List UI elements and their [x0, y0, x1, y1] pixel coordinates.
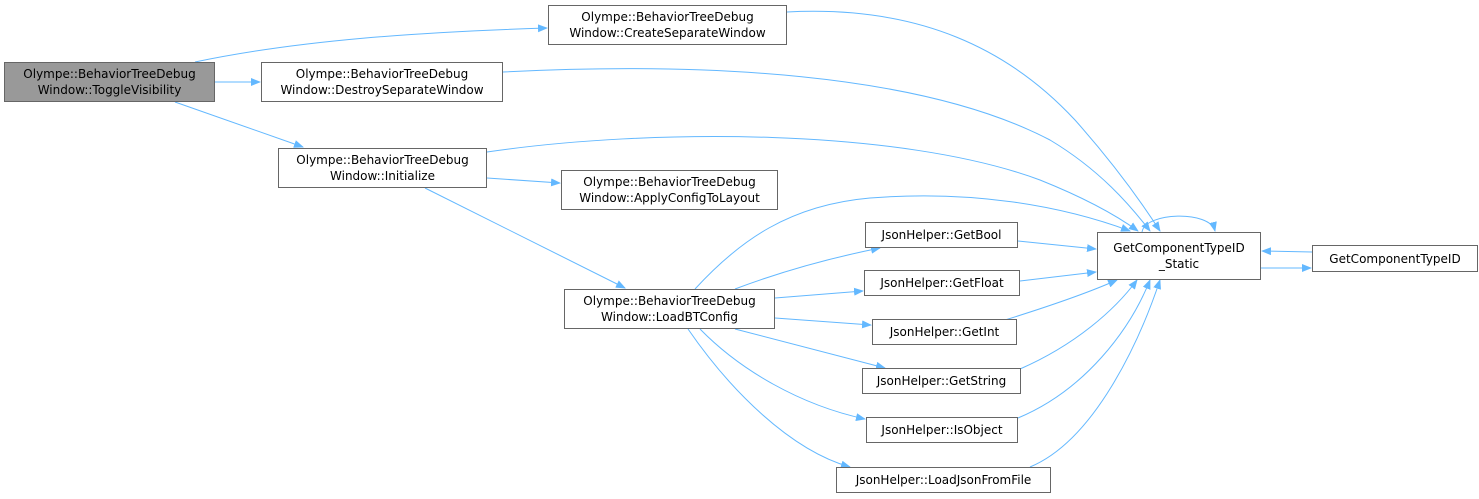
node-destroy-separate-window[interactable]: Olympe::BehaviorTreeDebug Window::Destro… [261, 62, 503, 102]
edge-toggle-initialize [174, 101, 304, 148]
node-get-bool[interactable]: JsonHelper::GetBool [865, 222, 1018, 248]
edge-initialize-loadbt [424, 187, 626, 289]
edge-toggle-create [194, 24, 548, 63]
edge-initialize-static [486, 136, 1139, 232]
node-get-component-type-id-static[interactable]: GetComponentTypeID _Static [1097, 232, 1261, 280]
node-apply-config-to-layout[interactable]: Olympe::BehaviorTreeDebug Window::ApplyC… [561, 170, 778, 210]
node-create-separate-window[interactable]: Olympe::BehaviorTreeDebug Window::Create… [548, 5, 787, 45]
edge-loadjson-static [1029, 279, 1161, 468]
edge-loadbt-getint [774, 317, 872, 329]
edge-isobject-static [1017, 279, 1151, 419]
edge-gctid-static [1261, 247, 1313, 256]
edge-destroy-static [502, 68, 1151, 232]
edge-loadbt-getbool [734, 245, 881, 290]
edge-create-static [786, 10, 1161, 232]
node-get-float[interactable]: JsonHelper::GetFloat [864, 270, 1020, 296]
edge-initialize-apply [486, 177, 561, 187]
edge-loadbt-getfloat [774, 287, 864, 299]
edge-loadbt-loadjson [687, 328, 851, 469]
edge-static-self-loop [1141, 215, 1217, 233]
node-load-json-from-file[interactable]: JsonHelper::LoadJsonFromFile [836, 467, 1051, 493]
edge-getstring-static [1019, 279, 1138, 370]
node-toggle-visibility[interactable]: Olympe::BehaviorTreeDebug Window::Toggle… [4, 62, 215, 102]
node-load-bt-config[interactable]: Olympe::BehaviorTreeDebug Window::LoadBT… [564, 289, 775, 329]
node-is-object[interactable]: JsonHelper::IsObject [866, 417, 1018, 443]
node-get-component-type-id[interactable]: GetComponentTypeID [1312, 245, 1478, 272]
node-get-string[interactable]: JsonHelper::GetString [862, 368, 1021, 394]
edge-getint-static [1004, 279, 1118, 321]
edge-loadbt-isobject [699, 328, 866, 422]
node-get-int[interactable]: JsonHelper::GetInt [872, 319, 1017, 345]
edge-loadbt-static [694, 195, 1131, 290]
edge-loadbt-getstring [734, 328, 886, 370]
edge-getbool-static [1017, 240, 1097, 253]
edge-getfloat-static [1019, 269, 1097, 282]
node-initialize[interactable]: Olympe::BehaviorTreeDebug Window::Initia… [278, 148, 487, 188]
